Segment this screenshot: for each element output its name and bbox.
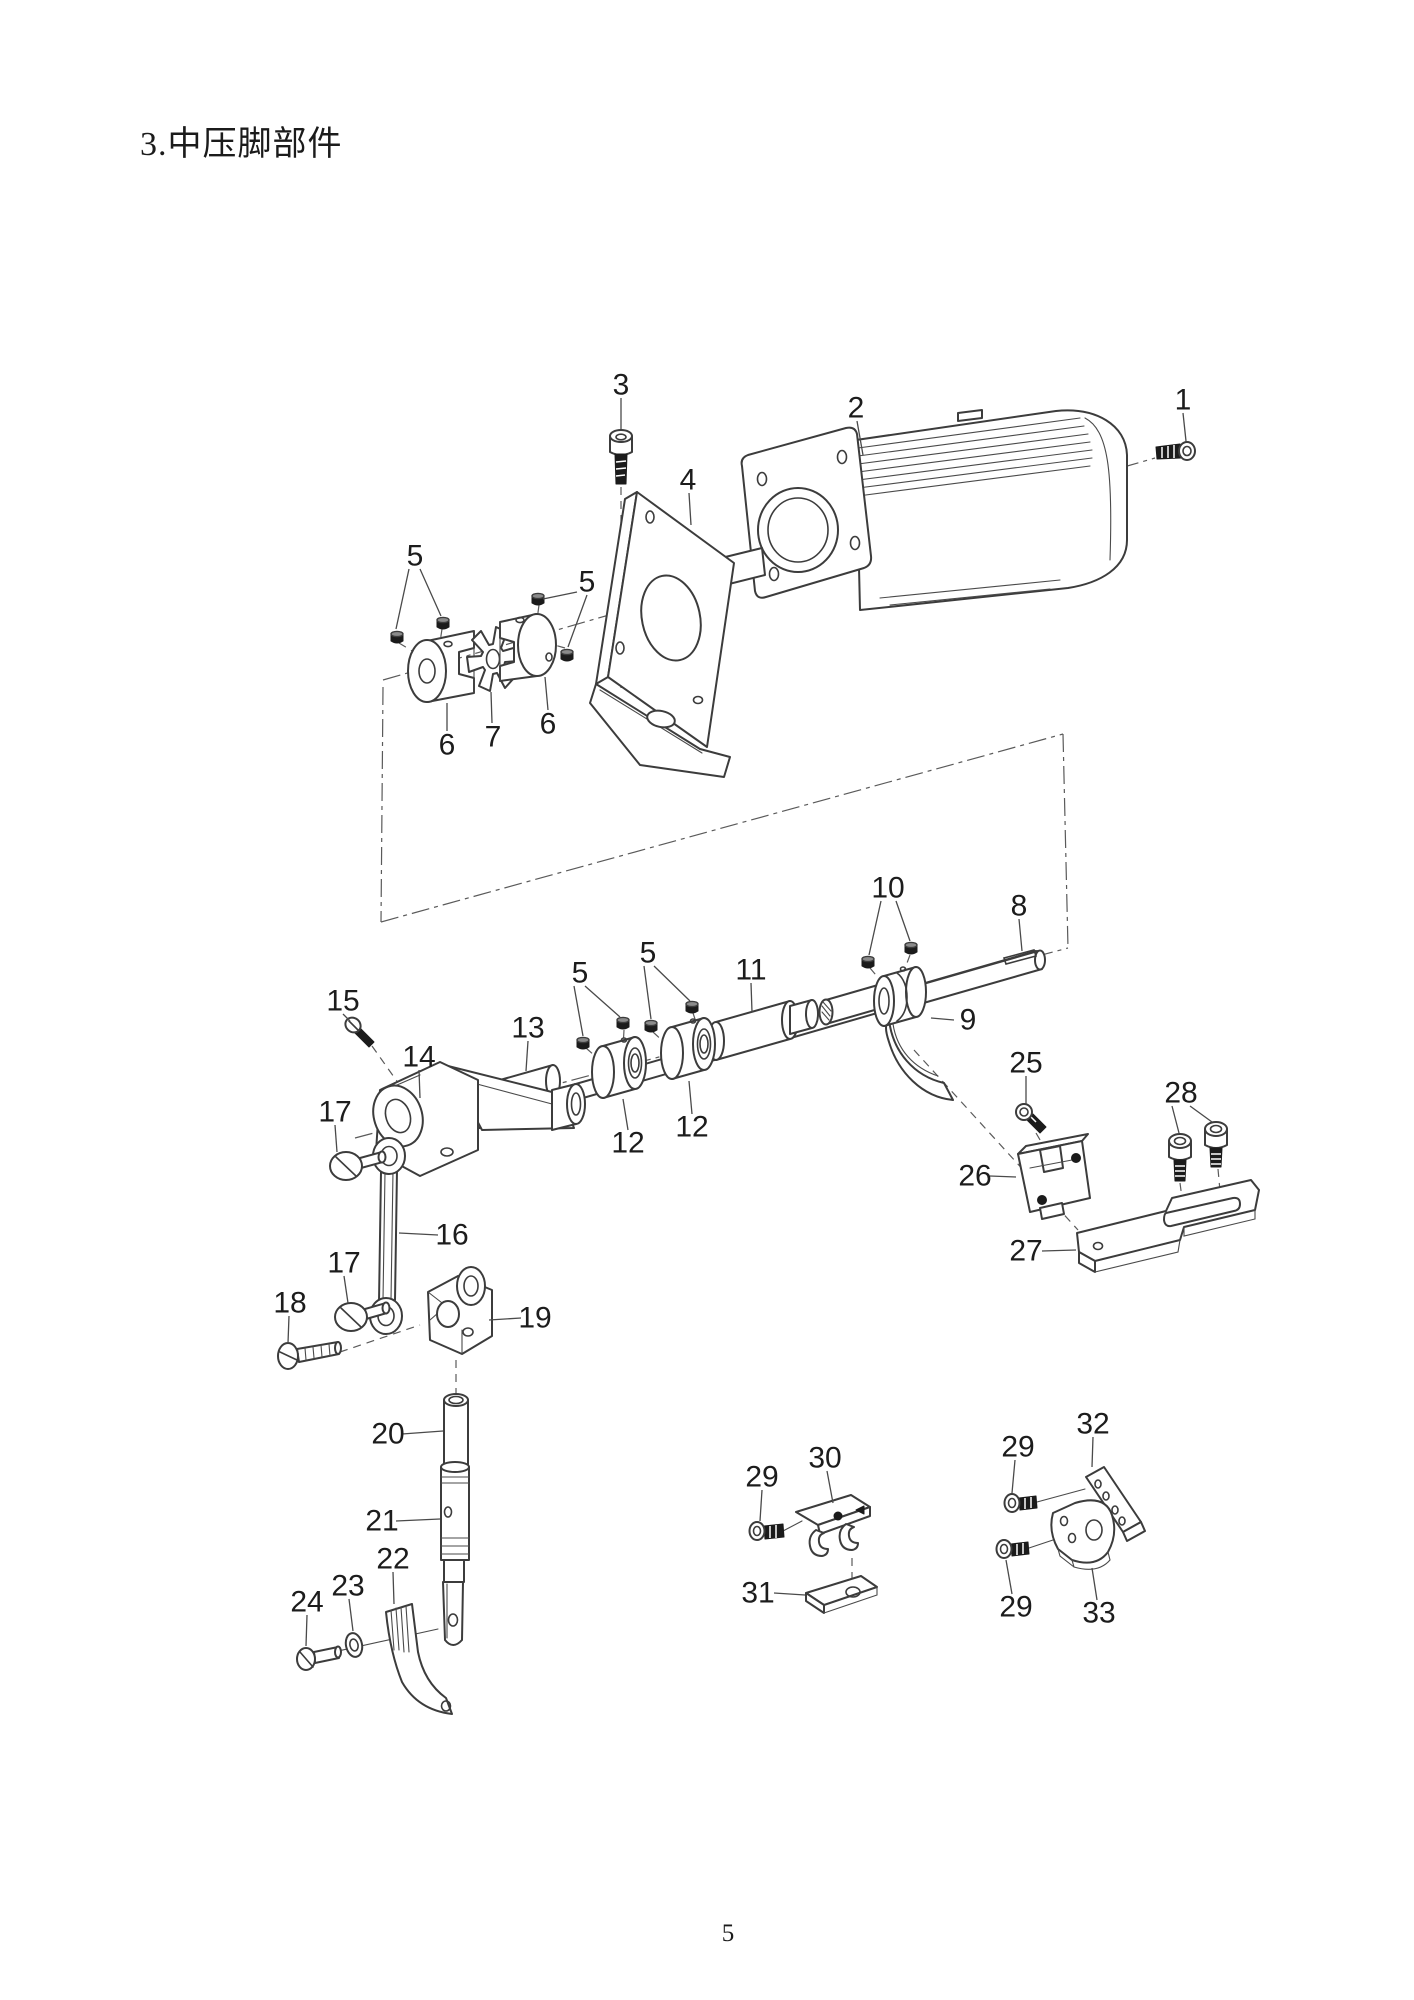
part-24-screw xyxy=(296,1645,342,1671)
part-8-shaft-end xyxy=(915,949,1046,1005)
part-label-13: 13 xyxy=(511,1012,544,1045)
part-label-5: 5 xyxy=(579,566,596,599)
part-4-bracket xyxy=(589,491,735,778)
part-12-bearing-right xyxy=(660,1017,716,1080)
part-label-3: 3 xyxy=(613,369,630,402)
part-31-plate xyxy=(805,1575,878,1614)
part-label-17: 17 xyxy=(318,1096,351,1129)
part-6-coupling-right-hub xyxy=(499,613,557,682)
part-label-20: 20 xyxy=(371,1418,404,1451)
part-28-screws xyxy=(1168,1121,1228,1182)
part-20-presser-bar xyxy=(443,1393,469,1468)
part-label-8: 8 xyxy=(1011,890,1028,923)
part-18-screw xyxy=(277,1341,342,1370)
part-19-clamp xyxy=(427,1266,493,1355)
label-leader-lines xyxy=(287,398,1213,1647)
part-label-32: 32 xyxy=(1076,1408,1109,1441)
part-label-15: 15 xyxy=(326,985,359,1018)
part-30-clamp-plate xyxy=(795,1494,871,1557)
part-label-2: 2 xyxy=(848,392,865,425)
part-label-29: 29 xyxy=(745,1461,778,1494)
part-label-28: 28 xyxy=(1164,1077,1197,1110)
part-5-set-screws-coupling xyxy=(390,592,574,662)
part-label-12: 12 xyxy=(675,1111,708,1144)
part-label-7: 7 xyxy=(485,721,502,754)
part-label-5: 5 xyxy=(640,937,657,970)
part-label-11: 11 xyxy=(735,954,766,987)
part-17-screw-lower xyxy=(334,1301,391,1332)
part-11-shaft-sleeve xyxy=(707,984,879,1061)
part-label-10: 10 xyxy=(871,872,904,905)
part-29-screw-a xyxy=(748,1521,785,1541)
part-6-coupling-left-hub xyxy=(407,630,475,703)
part-27-sensor-bracket xyxy=(1076,1179,1260,1273)
part-29-screw-b xyxy=(1003,1493,1038,1513)
part-label-6: 6 xyxy=(540,708,557,741)
part-33-hinge-plate xyxy=(1050,1499,1116,1570)
part-label-4: 4 xyxy=(680,464,697,497)
part-label-17: 17 xyxy=(327,1247,360,1280)
part-21-presser-bar-lower xyxy=(440,1461,470,1646)
part-label-25: 25 xyxy=(1009,1047,1042,1080)
part-26-sensor xyxy=(1017,1133,1091,1220)
part-29-screw-c xyxy=(995,1539,1030,1559)
part-label-16: 16 xyxy=(435,1219,468,1252)
part-label-29: 29 xyxy=(1001,1431,1034,1464)
part-label-22: 22 xyxy=(376,1543,409,1576)
part-label-23: 23 xyxy=(331,1570,364,1603)
part-label-24: 24 xyxy=(290,1586,323,1619)
part-1-screw xyxy=(1155,441,1196,461)
part-label-9: 9 xyxy=(960,1004,977,1037)
page-number: 5 xyxy=(721,1920,735,1947)
part-label-6: 6 xyxy=(439,729,456,762)
part-label-21: 21 xyxy=(365,1505,398,1538)
part-15-screw xyxy=(344,1016,375,1048)
part-label-29: 29 xyxy=(999,1591,1032,1624)
part-label-18: 18 xyxy=(273,1287,306,1320)
part-23-washer xyxy=(344,1632,364,1658)
part-label-12: 12 xyxy=(611,1127,644,1160)
part-25-screw xyxy=(1015,1103,1047,1134)
part-9-collar-vane xyxy=(873,966,954,1101)
part-label-26: 26 xyxy=(958,1160,991,1193)
part-label-31: 31 xyxy=(741,1577,774,1610)
part-17-screw-upper xyxy=(329,1150,387,1181)
part-5-set-screws-bearings xyxy=(576,1000,699,1050)
part-label-5: 5 xyxy=(407,540,424,573)
part-label-5: 5 xyxy=(572,957,589,990)
part-label-30: 30 xyxy=(808,1442,841,1475)
part-label-1: 1 xyxy=(1175,384,1192,417)
part-3-screw xyxy=(609,429,633,485)
part-2-motor xyxy=(694,409,1128,611)
part-22-presser-foot xyxy=(385,1603,453,1715)
part-10-set-screws xyxy=(861,941,918,969)
part-label-19: 19 xyxy=(518,1302,551,1335)
part-12-bearing-left xyxy=(591,1036,647,1099)
part-label-14: 14 xyxy=(402,1041,435,1074)
section-title: 3.中压脚部件 xyxy=(140,126,343,163)
part-label-33: 33 xyxy=(1082,1597,1115,1630)
part-label-27: 27 xyxy=(1009,1235,1042,1268)
